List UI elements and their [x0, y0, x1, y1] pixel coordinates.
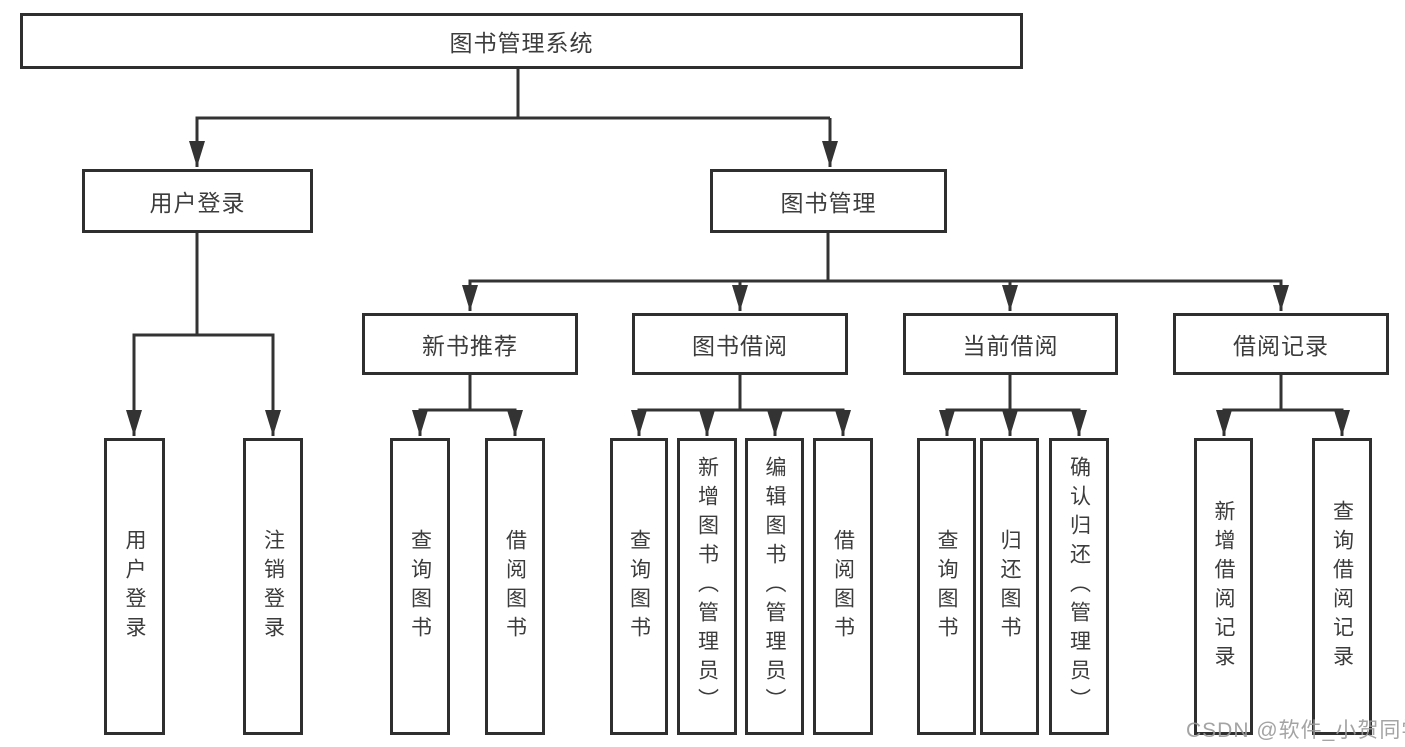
leaf-query-books-recommend-label: 查询图书 [408, 528, 432, 645]
connector-book-borrow-children [631, 375, 851, 436]
connector-root-to-level1 [189, 69, 838, 167]
leaf-return-books: 归还图书 [980, 438, 1039, 735]
leaf-confirm-return-admin: 确认归还（管理员） [1049, 438, 1109, 735]
leaf-borrow-books-label: 借阅图书 [831, 528, 855, 645]
leaf-add-borrow-record: 新增借阅记录 [1194, 438, 1253, 735]
leaf-query-borrow-record: 查询借阅记录 [1312, 438, 1372, 735]
leaf-query-books-borrow: 查询图书 [610, 438, 668, 735]
leaf-add-books-admin-label: 新增图书（管理员） [695, 456, 719, 717]
leaf-query-borrow-record-label: 查询借阅记录 [1330, 499, 1354, 674]
node-borrow-records: 借阅记录 [1173, 313, 1389, 375]
node-root-system: 图书管理系统 [20, 13, 1023, 69]
node-book-management: 图书管理 [710, 169, 947, 233]
leaf-return-books-label: 归还图书 [998, 528, 1021, 645]
connector-borrow-record-children [1216, 375, 1350, 436]
watermark: CSDN @软件_小贺同学 [1186, 719, 1405, 742]
leaf-query-books-borrow-label: 查询图书 [627, 528, 651, 645]
node-new-book-recommend: 新书推荐 [362, 313, 578, 375]
leaf-add-books-admin: 新增图书（管理员） [677, 438, 737, 735]
leaf-confirm-return-admin-label: 确认归还（管理员） [1067, 456, 1091, 717]
node-user-login: 用户登录 [82, 169, 313, 233]
leaf-borrow-books: 借阅图书 [813, 438, 873, 735]
connector-book-mgmt-children [462, 233, 1289, 311]
connector-current-borrow-children [939, 375, 1087, 436]
leaf-query-books-current-label: 查询图书 [935, 528, 958, 645]
leaf-user-login: 用户登录 [104, 438, 165, 735]
leaf-borrow-books-recommend-label: 借阅图书 [503, 528, 527, 645]
leaf-logout: 注销登录 [243, 438, 303, 735]
leaf-query-books-recommend: 查询图书 [390, 438, 450, 735]
leaf-logout-label: 注销登录 [261, 528, 285, 645]
leaf-query-books-current: 查询图书 [917, 438, 976, 735]
connector-new-book-children [412, 375, 523, 436]
leaf-edit-books-admin-label: 编辑图书（管理员） [763, 456, 786, 717]
node-current-borrow: 当前借阅 [903, 313, 1118, 375]
leaf-borrow-books-recommend: 借阅图书 [485, 438, 545, 735]
node-book-borrow: 图书借阅 [632, 313, 848, 375]
leaf-add-borrow-record-label: 新增借阅记录 [1212, 499, 1235, 674]
connector-user-login-children [126, 233, 281, 436]
leaf-edit-books-admin: 编辑图书（管理员） [745, 438, 804, 735]
leaf-user-login-label: 用户登录 [123, 528, 146, 645]
